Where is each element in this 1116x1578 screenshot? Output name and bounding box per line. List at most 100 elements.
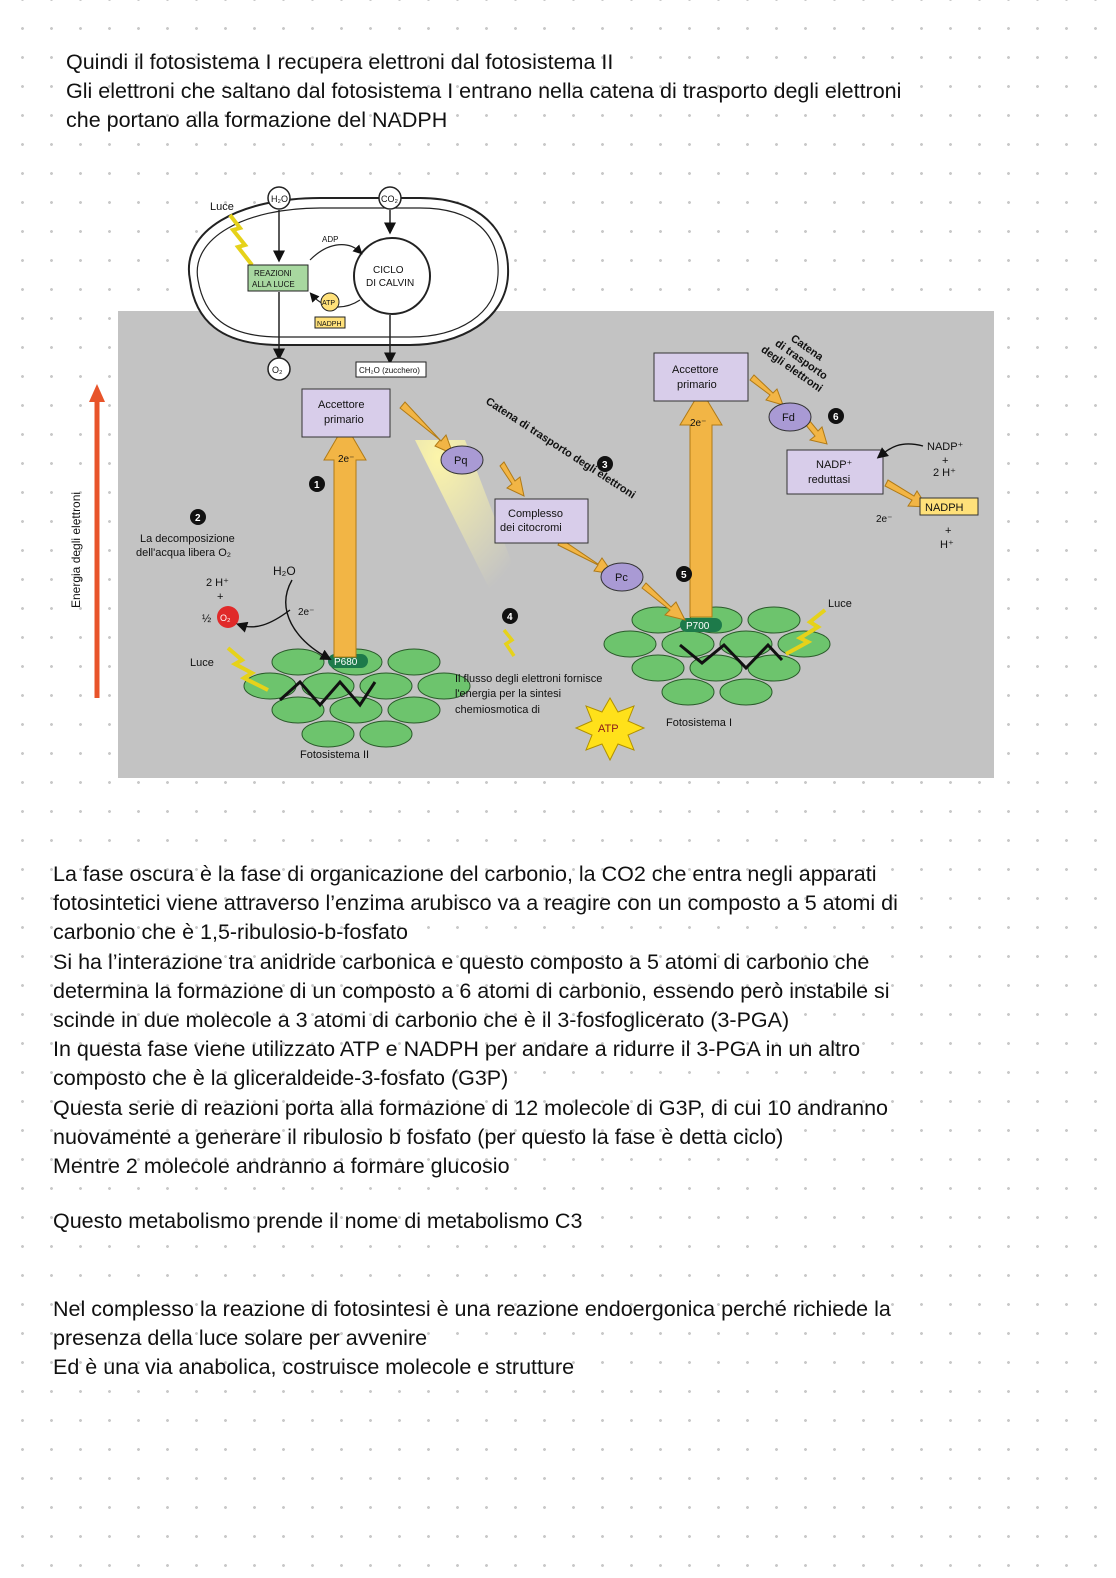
conclusion-line: Ed è una via anabolica, costruisce molec…: [53, 1355, 575, 1380]
water-split-label: dell'acqua libera O₂: [136, 547, 231, 559]
dark-phase-line: determina la formazione di un composto a…: [53, 978, 890, 1003]
nadph-label: NADPH: [925, 502, 964, 514]
step-number: 5: [681, 570, 687, 581]
intro-line: Quindi il fotosistema I recupera elettro…: [66, 50, 614, 74]
adp-label: ADP: [322, 235, 338, 244]
light-bolt-psii: [226, 646, 269, 692]
psi-2e-label: 2e⁻: [690, 418, 706, 429]
nadp-reductase-box: [786, 449, 884, 495]
transfer-arrow: [749, 374, 784, 406]
pc-carrier: [600, 562, 644, 592]
half-label: ½: [202, 613, 211, 625]
pq-carrier: [440, 445, 484, 475]
cytochrome-label: dei citocromi: [500, 522, 562, 534]
light-reactions-label: ALLA LUCE: [252, 280, 295, 289]
luce-label: Luce: [210, 201, 234, 213]
sugar-output: CH₂O (zucchero): [359, 366, 420, 375]
dark-phase-line: Si ha l’interazione tra anidride carboni…: [53, 949, 870, 974]
photosystem-ii: P680 Fotosistema II: [243, 648, 471, 761]
pc-label: Pc: [615, 572, 628, 584]
plus-sign: +: [217, 591, 223, 603]
c3-line: Questo metabolismo prende il nome di met…: [53, 1209, 583, 1233]
light-bolt-psi: [785, 608, 827, 656]
cytochrome-complex: [494, 498, 589, 544]
dark-phase-line: La fase oscura è la fase di organicazion…: [53, 862, 877, 886]
atp-small: ATP: [322, 300, 335, 307]
atp-label: ATP: [598, 723, 619, 735]
calvin-cycle-label: DI CALVIN: [366, 278, 414, 289]
conclusion-line: presenza della luce solare per avvenire: [53, 1326, 428, 1351]
transfer-arrow: [499, 461, 525, 497]
o2-release: [217, 606, 239, 628]
step-markers: 1 2 3 4 5 6: [190, 408, 844, 624]
o2-symbol: O₂: [220, 613, 231, 623]
dark-phase-line: carbonio che è 1,5-ribulosio-b-fosfato: [53, 920, 408, 945]
light-label-psi: Luce: [828, 598, 852, 610]
dark-phase-line: fotosintetici viene attraverso l’enzima …: [53, 891, 898, 916]
light-reactions-label: REAZIONI: [254, 269, 292, 278]
primary-acceptor-psii: [301, 388, 391, 438]
pq-label: Pq: [454, 455, 467, 467]
intro-line: Gli elettroni che saltano dal fotosistem…: [66, 79, 902, 104]
cytochrome-label: Complesso: [508, 508, 563, 520]
nadp-plus-label: NADP⁺: [927, 441, 964, 453]
calvin-cycle: [353, 237, 431, 315]
chloroplast-overview: Luce H₂O CO₂ REAZIONI ALLA LUCE CICLO DI…: [187, 186, 510, 381]
dark-phase-line: scinde in due molecole a 3 atomi di carb…: [53, 1008, 790, 1033]
step-number: 6: [833, 412, 839, 423]
step-number: 3: [602, 460, 608, 471]
acceptor-label: Accettore: [672, 364, 718, 376]
acceptor-label: primario: [324, 414, 364, 426]
flow-bolt: [502, 628, 516, 657]
o2-output: O₂: [272, 365, 283, 375]
plus-sign: +: [945, 525, 951, 537]
water-2e-label: 2e⁻: [298, 607, 314, 618]
two-h-label: 2 H⁺: [933, 467, 956, 479]
step-number: 1: [314, 480, 320, 491]
h-plus-label: H⁺: [940, 539, 954, 551]
intro-paragraph: Quindi il fotosistema I recupera elettro…: [66, 48, 901, 136]
co2-input: CO₂: [381, 194, 399, 204]
transfer-arrow: [399, 401, 454, 455]
dark-phase-line: nuovamente a generare il ribulosio b fos…: [53, 1124, 784, 1149]
reductase-2e-label: 2e⁻: [876, 514, 892, 525]
photosynthesis-diagram: Energia degli elettroni Luce H₂O CO₂ REA…: [30, 170, 1030, 790]
flow-text: l'energia per la sintesi: [455, 688, 561, 700]
p680-label: P680: [334, 657, 358, 668]
psii-2e-label: 2e⁻: [338, 454, 354, 465]
flow-text: chemiosmotica di: [455, 704, 540, 716]
nadp-reductase-label: NADP⁺: [816, 459, 853, 471]
p700-label: P700: [686, 621, 710, 632]
intro-line: che portano alla formazione del NADPH: [66, 108, 448, 133]
acceptor-label: Accettore: [318, 399, 364, 411]
water-input-label: H₂O: [273, 564, 296, 578]
nadph-product: [919, 497, 979, 516]
ps1-label: Fotosistema I: [666, 717, 732, 729]
light-bolt: [228, 213, 254, 267]
light-reactions-box: [247, 264, 309, 292]
dark-phase-line: Questa serie di reazioni porta alla form…: [53, 1095, 889, 1120]
plus-sign: +: [942, 455, 948, 467]
atp-burst: [574, 696, 646, 762]
psi-energy-arrow: [679, 389, 723, 618]
ps2-label: Fotosistema II: [300, 749, 369, 761]
conclusion-paragraph: Nel complesso la reazione di fotosintesi…: [53, 1295, 891, 1383]
dark-phase-line: Mentre 2 molecole andranno a formare glu…: [53, 1154, 510, 1179]
psii-energy-arrow: [323, 423, 367, 658]
conclusion-line: Nel complesso la reazione di fotosintesi…: [53, 1297, 891, 1321]
energy-axis: Energia degli elettroni: [69, 384, 105, 698]
h-plus-psii: 2 H⁺: [206, 577, 229, 589]
fd-label: Fd: [782, 412, 795, 424]
primary-acceptor-psi: [653, 352, 749, 402]
dark-phase-paragraph: La fase oscura è la fase di organicazion…: [53, 860, 898, 1181]
acceptor-label: primario: [677, 379, 717, 391]
nadp-reductase-label: reduttasi: [808, 474, 850, 486]
transfer-arrow: [641, 582, 686, 621]
light-cone: [415, 440, 530, 610]
diagram-panel: [118, 311, 994, 778]
step-number: 2: [195, 513, 201, 524]
p700-center: [680, 618, 722, 632]
water-split-label: La decomposizione: [140, 533, 235, 545]
calvin-cycle-label: CICLO: [373, 265, 404, 276]
c3-paragraph: Questo metabolismo prende il nome di met…: [53, 1207, 582, 1236]
